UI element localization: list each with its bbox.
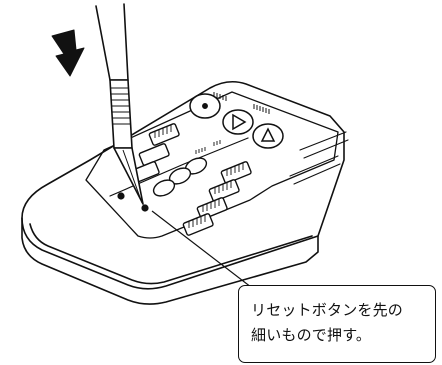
circle-button-dot (202, 103, 208, 109)
button-panel (85, 91, 339, 239)
remote-top-face (21, 80, 345, 290)
transport-buttons (189, 93, 284, 149)
callout-line-1: リセットボタンを先の (251, 301, 404, 319)
rail-3 (289, 155, 339, 177)
rect-button (220, 161, 252, 184)
rect-button (182, 213, 214, 236)
rect-buttons (128, 123, 252, 236)
button-tick-labels (213, 92, 270, 114)
pen-tip (113, 147, 144, 205)
pen-stylus (95, 3, 144, 205)
oval-button-ticks (195, 140, 221, 154)
pen-body (95, 3, 129, 81)
callout-box: リセットボタンを先の 細いもので押す。 (238, 285, 436, 363)
rect-button (138, 143, 170, 166)
rail-1 (299, 131, 347, 151)
pen-grip (109, 79, 133, 149)
reverse-button (252, 123, 284, 149)
oval-buttons (152, 157, 208, 197)
play-triangle-icon (232, 113, 247, 131)
reset-button-hole (141, 204, 149, 212)
play-button (222, 109, 254, 135)
pen-tip-line (122, 149, 143, 204)
rail-4 (293, 163, 341, 185)
rect-button (208, 179, 240, 202)
callout-line-2: 細いもので押す。 (251, 326, 372, 344)
remote-control (21, 80, 349, 305)
rect-button-ribs (154, 125, 244, 228)
down-arrow-icon (51, 29, 85, 77)
rect-button (196, 197, 228, 220)
oval-button (152, 179, 176, 197)
rail-2 (303, 139, 349, 159)
pen-grip-rings (111, 87, 130, 125)
reset-hole-left (117, 192, 125, 200)
remote-side-face (21, 217, 319, 305)
rect-button (148, 123, 180, 146)
remote-bevel-front (29, 223, 313, 285)
reverse-triangle-icon (260, 127, 276, 142)
